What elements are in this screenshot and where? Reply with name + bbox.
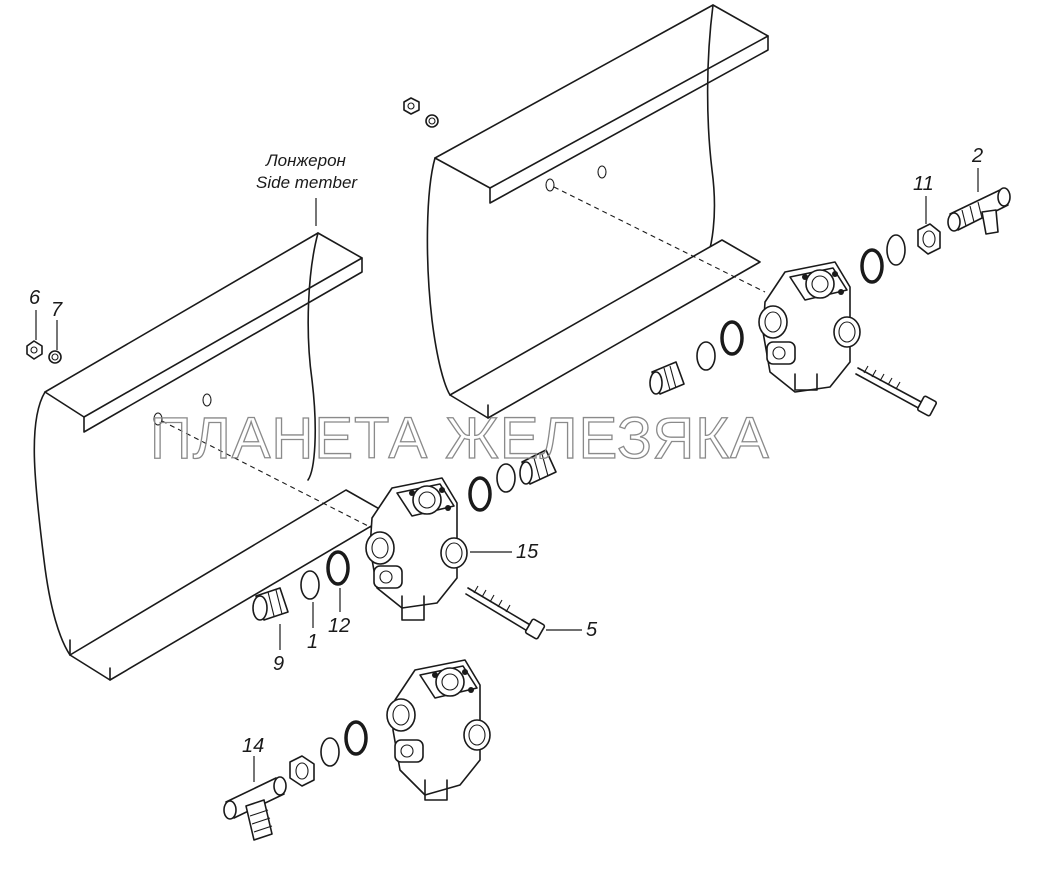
bolt-upper	[855, 365, 938, 417]
fitting-9	[252, 587, 289, 621]
side-member-left	[33, 232, 391, 681]
callout-14: 14	[242, 735, 264, 757]
ring-mid-1	[720, 320, 744, 356]
callout-1: 1	[307, 631, 318, 653]
washer-7	[48, 350, 62, 364]
watermark: ПЛАНЕТА ЖЕЛЕЗЯКА	[150, 406, 770, 471]
caption-ru: Лонжерон	[265, 151, 347, 170]
tee-fitting-14	[223, 776, 287, 841]
valve-upper-right	[758, 261, 861, 393]
nut-6	[26, 340, 43, 360]
ring-upper-2	[860, 248, 884, 284]
callout-9: 9	[273, 653, 284, 675]
fitting-mid	[649, 361, 685, 395]
callout-15: 15	[516, 541, 539, 563]
nut-bottom	[289, 755, 315, 787]
valve-bottom	[386, 659, 491, 801]
callout-12: 12	[328, 615, 350, 637]
nut-11	[917, 223, 941, 255]
ring-center-2	[468, 476, 492, 512]
side-member-right	[426, 4, 769, 419]
callout-7: 7	[51, 299, 63, 321]
callout-6: 6	[29, 287, 41, 309]
caption-en: Side member	[256, 173, 358, 192]
ring-bottom-2	[344, 720, 368, 756]
valve-15	[365, 477, 468, 621]
ring-center-1	[496, 463, 516, 493]
alignment-line-left	[161, 420, 373, 529]
ring-1	[300, 570, 320, 600]
tee-fitting-2	[947, 187, 1011, 235]
bolt-5	[465, 585, 546, 640]
ring-mid-2	[696, 341, 716, 371]
nut-washer-top	[403, 97, 439, 128]
ring-12	[326, 550, 350, 586]
ring-upper-1	[886, 234, 906, 266]
ring-bottom-1	[320, 737, 340, 767]
alignment-line-right	[553, 186, 766, 293]
callout-11: 11	[913, 173, 934, 195]
callout-2: 2	[971, 145, 983, 167]
fitting-center	[519, 449, 557, 485]
callout-5: 5	[586, 619, 598, 641]
